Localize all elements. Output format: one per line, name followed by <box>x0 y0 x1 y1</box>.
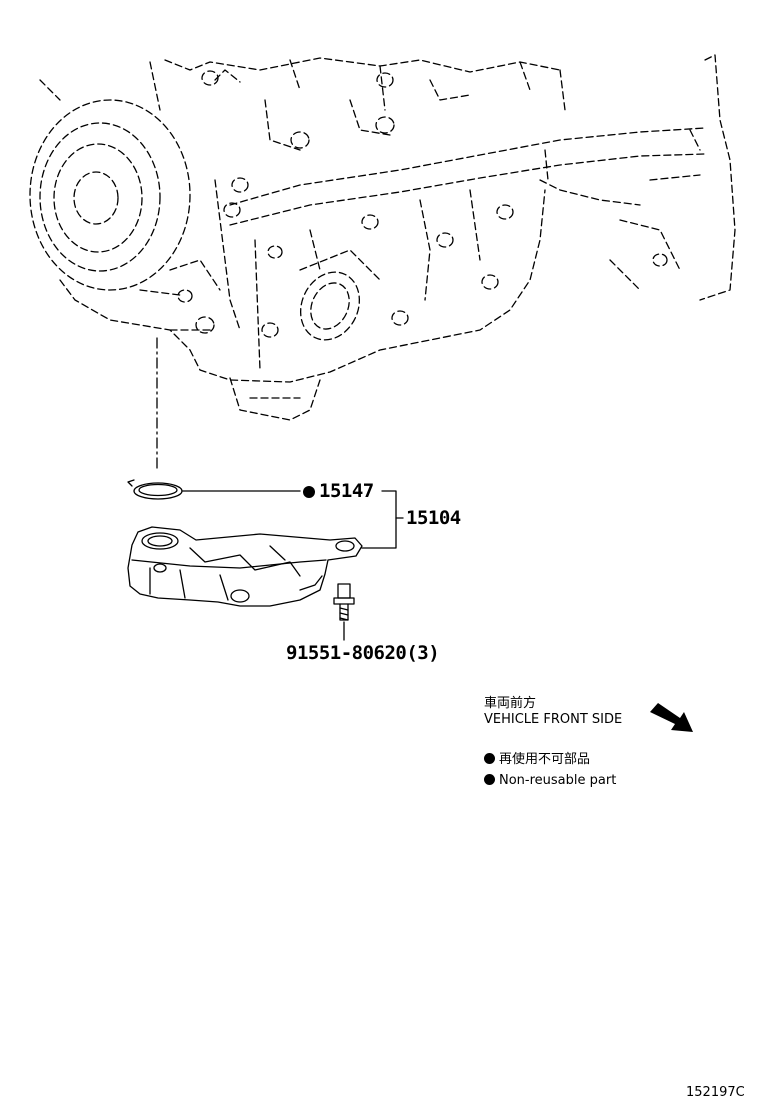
housing-15104-drawing <box>127 526 363 607</box>
engine-block-outline <box>29 54 736 421</box>
non-reusable-text-en: Non-reusable part <box>499 773 617 788</box>
arrow-down-right-icon <box>650 703 693 732</box>
front-side-label-jp: 車両前方 <box>484 696 537 711</box>
part-label-assembly: 15104 <box>406 509 461 528</box>
part-quantity-bolt: (3) <box>406 642 440 664</box>
part-label-gasket: 15147 <box>303 482 374 501</box>
part-label-bolt: 91551-80620(3) <box>286 642 440 664</box>
part-number-bolt: 91551-80620 <box>286 642 407 664</box>
filled-circle-icon <box>484 774 495 785</box>
gasket-15147-drawing <box>127 479 183 500</box>
crank-pulley <box>29 99 191 291</box>
front-side-label-en: VEHICLE FRONT SIDE <box>484 712 623 727</box>
leader-assembly-bracket <box>361 490 397 549</box>
filled-circle-icon <box>303 486 315 498</box>
part-number-gasket: 15147 <box>319 480 374 502</box>
filled-circle-icon <box>484 753 495 764</box>
bolt-91551-80620-drawing <box>333 583 355 641</box>
part-number-assembly: 15104 <box>406 507 461 529</box>
figure-id: 152197C <box>686 1085 745 1100</box>
non-reusable-text-jp: 再使用不可部品 <box>499 752 591 767</box>
non-reusable-legend-jp: 再使用不可部品 <box>484 753 590 766</box>
non-reusable-legend-en: Non-reusable part <box>484 774 616 787</box>
